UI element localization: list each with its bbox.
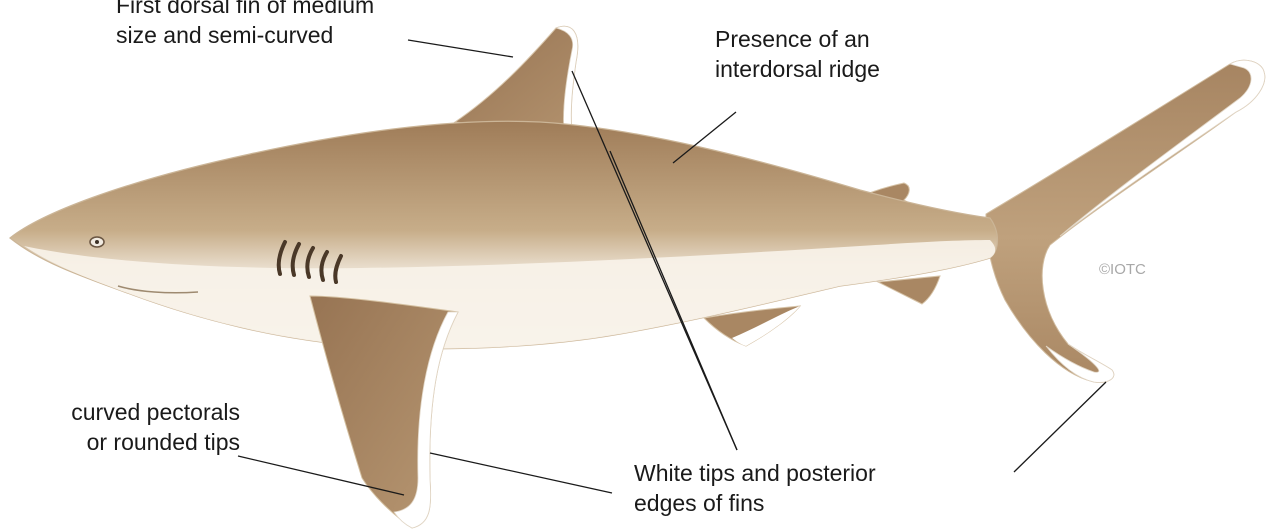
shark-pupil (95, 240, 99, 244)
label-interdorsal-ridge: Presence of an interdorsal ridge (715, 24, 880, 84)
leader-line-white-tips-pectoral (430, 453, 612, 493)
anal-fin (878, 276, 940, 304)
label-dorsal-fin-line2: size and semi-curved (116, 20, 374, 50)
copyright-credit: ©IOTC (1099, 260, 1146, 280)
label-white-tips: White tips and posterior edges of fins (634, 458, 876, 518)
label-white-tips-line1: White tips and posterior (634, 458, 876, 488)
label-dorsal-fin-line1: First dorsal fin of medium (116, 0, 374, 20)
label-interdorsal-ridge-line1: Presence of an (715, 24, 880, 54)
label-pectorals-line2: or rounded tips (71, 427, 240, 457)
label-interdorsal-ridge-line2: interdorsal ridge (715, 54, 880, 84)
leader-line-dorsal-fin (408, 40, 513, 57)
leader-line-white-tips-caudal (1014, 382, 1106, 472)
label-dorsal-fin: First dorsal fin of medium size and semi… (116, 0, 374, 50)
caudal-fin (986, 60, 1265, 382)
pectoral-fin (310, 296, 458, 528)
label-white-tips-line2: edges of fins (634, 488, 876, 518)
label-pectorals-line1: curved pectorals (71, 397, 240, 427)
label-pectorals: curved pectorals or rounded tips (71, 397, 240, 457)
